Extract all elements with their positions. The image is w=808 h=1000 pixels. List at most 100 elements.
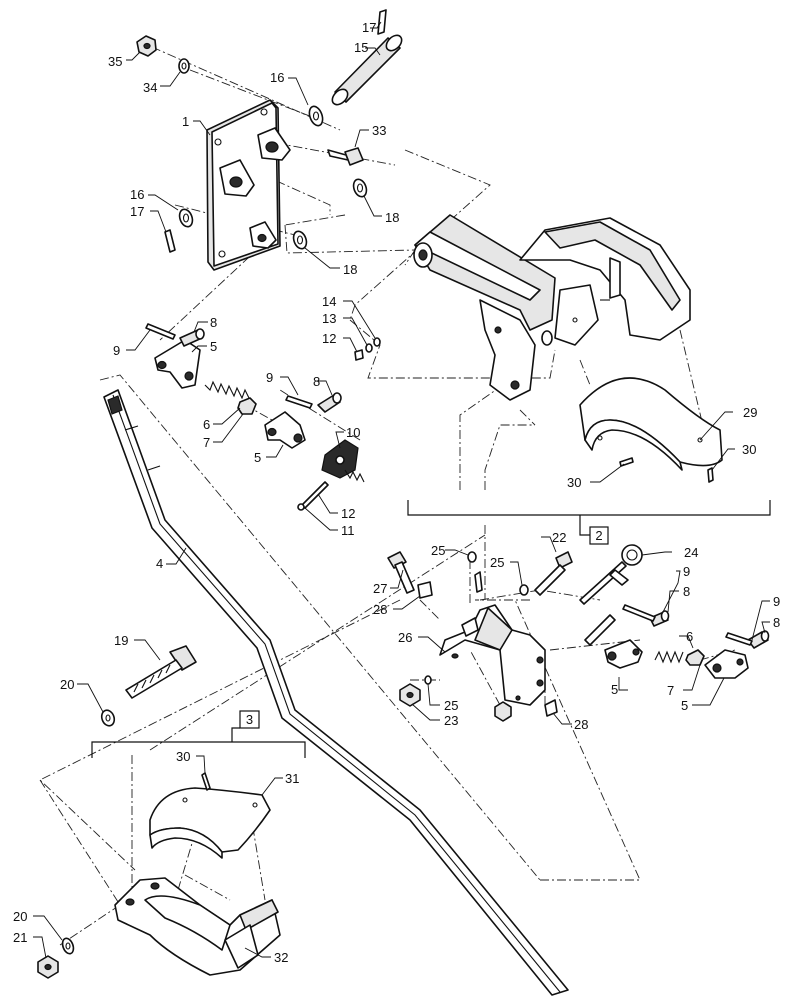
screw-11-12 bbox=[297, 481, 329, 511]
callout-17-top: 17 bbox=[362, 20, 376, 35]
bolt-22 bbox=[534, 551, 573, 596]
callout-30-pad-right: 30 bbox=[742, 442, 756, 457]
callout-8-lower-a: 8 bbox=[683, 584, 690, 599]
callout-27: 27 bbox=[373, 581, 387, 596]
callout-17-left: 17 bbox=[130, 204, 144, 219]
callout-30-pad-left: 30 bbox=[567, 475, 581, 490]
roll-pin-17-left bbox=[164, 229, 176, 253]
roll-pin-17-top bbox=[377, 9, 387, 35]
callout-16-top: 16 bbox=[270, 70, 284, 85]
pin-15 bbox=[331, 34, 403, 106]
washer-25-c bbox=[519, 584, 529, 596]
spacer-28-left bbox=[417, 581, 433, 599]
bolt-lower-center bbox=[584, 614, 616, 646]
washer-34 bbox=[178, 58, 190, 74]
clevis-5-mid bbox=[264, 411, 306, 449]
callout-30-box3: 30 bbox=[176, 749, 190, 764]
callout-7-lower: 7 bbox=[667, 683, 674, 698]
callout-22: 22 bbox=[552, 530, 566, 545]
box3-label: 3 bbox=[246, 712, 253, 727]
callout-25-c: 25 bbox=[444, 698, 458, 713]
callout-20-lower: 20 bbox=[13, 909, 27, 924]
washer-16-left bbox=[178, 208, 194, 228]
pin-8-lower-a bbox=[649, 610, 670, 627]
clevis-5-lower-a bbox=[604, 639, 643, 669]
clevis-5-lower-b bbox=[704, 649, 749, 679]
leader-lines bbox=[33, 21, 770, 959]
callout-16-left: 16 bbox=[130, 187, 144, 202]
callout-29: 29 bbox=[743, 405, 757, 420]
callout-20-left: 20 bbox=[60, 677, 74, 692]
washer-18-upper bbox=[352, 178, 368, 198]
callout-34: 34 bbox=[143, 80, 157, 95]
box2-bracket: 2 bbox=[407, 500, 771, 545]
cotter-9-lower-b bbox=[725, 632, 753, 646]
washer-20-left bbox=[100, 709, 116, 727]
callout-12-top: 12 bbox=[322, 331, 336, 346]
callout-25-b: 25 bbox=[490, 555, 504, 570]
plate-bracket bbox=[206, 99, 291, 271]
nut-7-upper bbox=[237, 397, 257, 415]
bolt-33 bbox=[327, 147, 364, 166]
washer-25-d bbox=[424, 675, 432, 685]
callout-11: 11 bbox=[341, 523, 355, 538]
callout-21: 21 bbox=[13, 930, 27, 945]
callout-9-mid: 9 bbox=[266, 370, 273, 385]
callout-24: 24 bbox=[684, 545, 698, 560]
callout-18-lower: 18 bbox=[343, 262, 357, 277]
callout-28-left: 28 bbox=[373, 602, 387, 617]
nut-lower-bracket bbox=[494, 701, 512, 722]
callout-5-lower-b: 5 bbox=[681, 698, 688, 713]
callout-25-a: 25 bbox=[431, 543, 445, 558]
callout-5-lower-a: 5 bbox=[611, 682, 618, 697]
callout-18-upper: 18 bbox=[385, 210, 399, 225]
pin-8-upper bbox=[179, 328, 205, 347]
callout-10: 10 bbox=[346, 425, 360, 440]
washer-18-lower bbox=[292, 230, 308, 250]
cotter-9-upper bbox=[145, 323, 176, 340]
callout-26: 26 bbox=[398, 630, 412, 645]
callout-6-upper: 6 bbox=[203, 417, 210, 432]
callout-23: 23 bbox=[444, 713, 458, 728]
clevis-5-upper bbox=[154, 339, 201, 389]
nut-21 bbox=[37, 955, 59, 979]
callout-8-mid: 8 bbox=[313, 374, 320, 389]
callout-9-upper: 9 bbox=[113, 343, 120, 358]
box2-label: 2 bbox=[595, 528, 602, 543]
switch-10 bbox=[321, 439, 365, 483]
callout-31: 31 bbox=[285, 771, 299, 786]
spring-6-upper bbox=[204, 380, 251, 401]
cotter-9-mid bbox=[285, 395, 313, 409]
spring-6-lower bbox=[654, 650, 684, 664]
callout-9-lower-b: 9 bbox=[773, 594, 780, 609]
spacer-28-right bbox=[544, 699, 558, 717]
box3-bracket: 3 bbox=[91, 710, 306, 758]
washer-25-a bbox=[467, 551, 477, 563]
washer-20-lower bbox=[61, 937, 75, 955]
screw-25-b bbox=[474, 571, 483, 593]
callout-4: 4 bbox=[156, 556, 163, 571]
cotter-9-lower-a bbox=[622, 604, 656, 622]
small-parts-12-13-14 bbox=[354, 337, 381, 361]
callout-5-mid: 5 bbox=[254, 450, 261, 465]
callout-19: 19 bbox=[114, 633, 128, 648]
callout-7-upper: 7 bbox=[203, 435, 210, 450]
callout-8-lower-b: 8 bbox=[773, 615, 780, 630]
bolt-19 bbox=[125, 645, 197, 699]
callout-15: 15 bbox=[354, 40, 368, 55]
pedal-pad-29 bbox=[579, 377, 723, 471]
callout-35: 35 bbox=[108, 54, 122, 69]
pin-8-lower-b bbox=[747, 630, 770, 649]
pin-24 bbox=[579, 544, 643, 605]
callout-6-lower: 6 bbox=[686, 629, 693, 644]
callout-8-upper: 8 bbox=[210, 315, 217, 330]
pin-8-mid bbox=[317, 392, 342, 413]
bracket-32 bbox=[114, 877, 281, 976]
nut-23 bbox=[399, 683, 421, 707]
callout-9-lower-a: 9 bbox=[683, 564, 690, 579]
rod-4 bbox=[103, 389, 569, 996]
callout-labels: 17 15 35 34 16 1 33 16 17 18 18 14 13 12… bbox=[13, 20, 780, 965]
bolt-27 bbox=[387, 551, 415, 594]
pad-31 bbox=[149, 787, 271, 859]
